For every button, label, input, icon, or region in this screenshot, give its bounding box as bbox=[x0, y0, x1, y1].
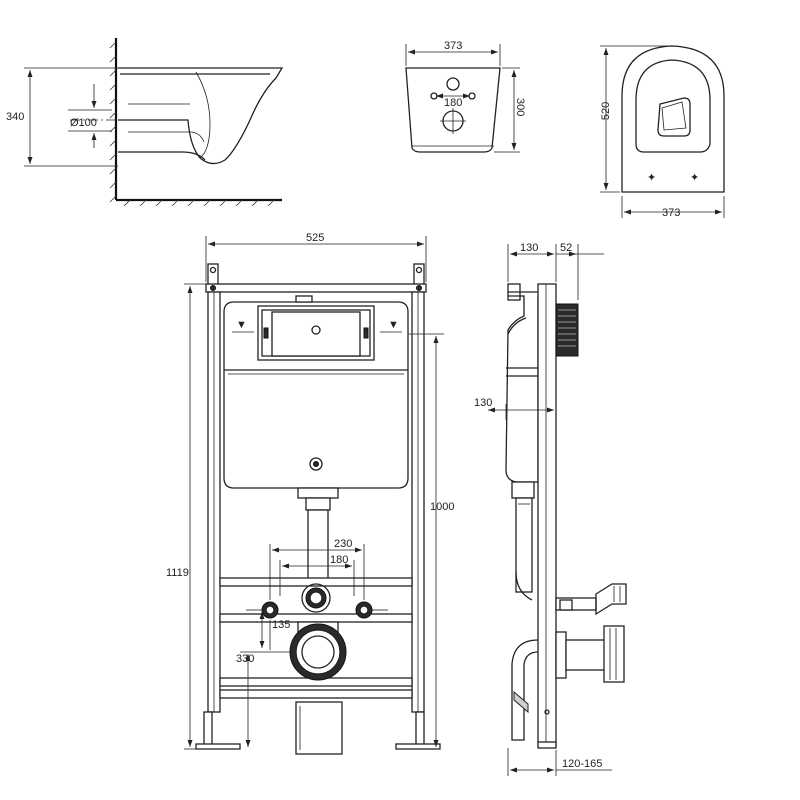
dim-profile-mid: 130 bbox=[474, 397, 492, 409]
toilet-side-view: 340 Ø100 bbox=[6, 38, 284, 207]
dim-top-width: 373 bbox=[662, 207, 680, 219]
dim-outlet-height: 330 bbox=[236, 653, 254, 665]
frame-side-view: 130 52 130 120-165 bbox=[474, 242, 627, 776]
dim-bolt-inner: 180 bbox=[330, 554, 348, 566]
toilet-top-view: ✦ ✦ 520 373 bbox=[600, 45, 725, 219]
dim-profile-depth: 130 bbox=[520, 242, 538, 254]
dim-top-length: 520 bbox=[600, 102, 612, 120]
dim-pipe-diameter: Ø100 bbox=[70, 117, 97, 129]
dim-frame-width: 525 bbox=[306, 232, 324, 244]
dim-frame-total-height: 1119 bbox=[166, 567, 189, 579]
frame-front-view: ▼ ▼ bbox=[166, 232, 454, 755]
dim-profile-adjust: 120-165 bbox=[562, 758, 602, 770]
svg-text:▼: ▼ bbox=[236, 319, 247, 331]
dim-front-holes: 180 bbox=[444, 97, 462, 109]
dim-frame-height: 1000 bbox=[430, 501, 454, 513]
dim-profile-rear: 52 bbox=[560, 242, 572, 254]
svg-text:▼: ▼ bbox=[388, 319, 399, 331]
dim-outlet-offset: 135 bbox=[272, 619, 290, 631]
dim-front-width: 373 bbox=[444, 40, 462, 52]
dim-front-height: 300 bbox=[514, 98, 526, 116]
dim-bolt-outer: 230 bbox=[334, 538, 352, 550]
dim-side-height: 340 bbox=[6, 111, 24, 123]
svg-text:✦: ✦ bbox=[690, 172, 699, 184]
toilet-front-view: 373 180 300 bbox=[405, 40, 526, 153]
svg-text:✦: ✦ bbox=[647, 172, 656, 184]
